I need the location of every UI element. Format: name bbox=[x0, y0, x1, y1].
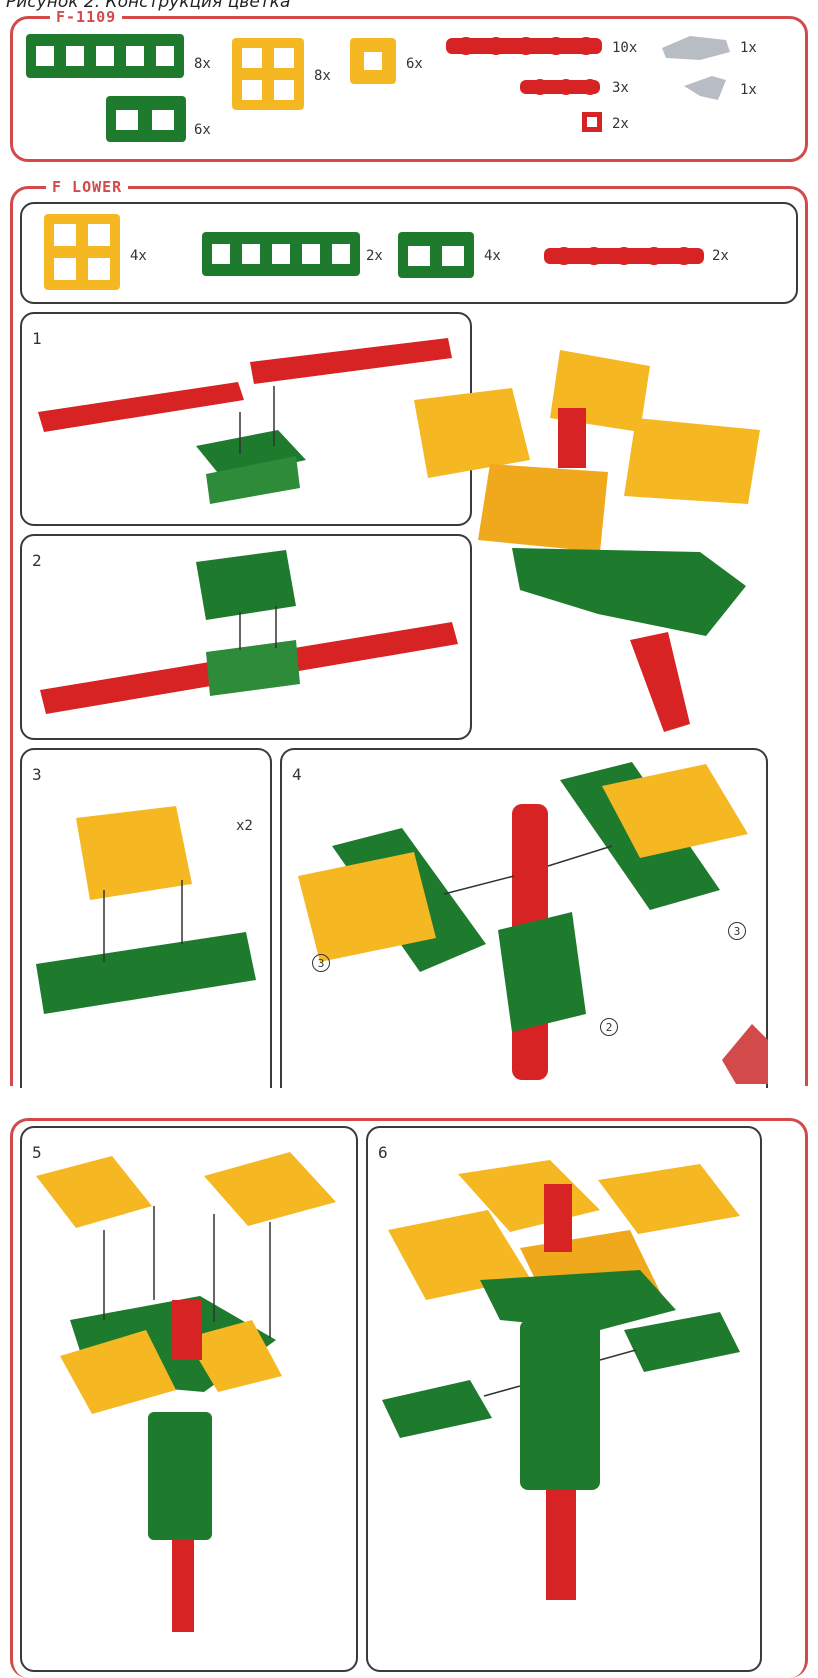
step-6-illustration bbox=[0, 0, 818, 1672]
